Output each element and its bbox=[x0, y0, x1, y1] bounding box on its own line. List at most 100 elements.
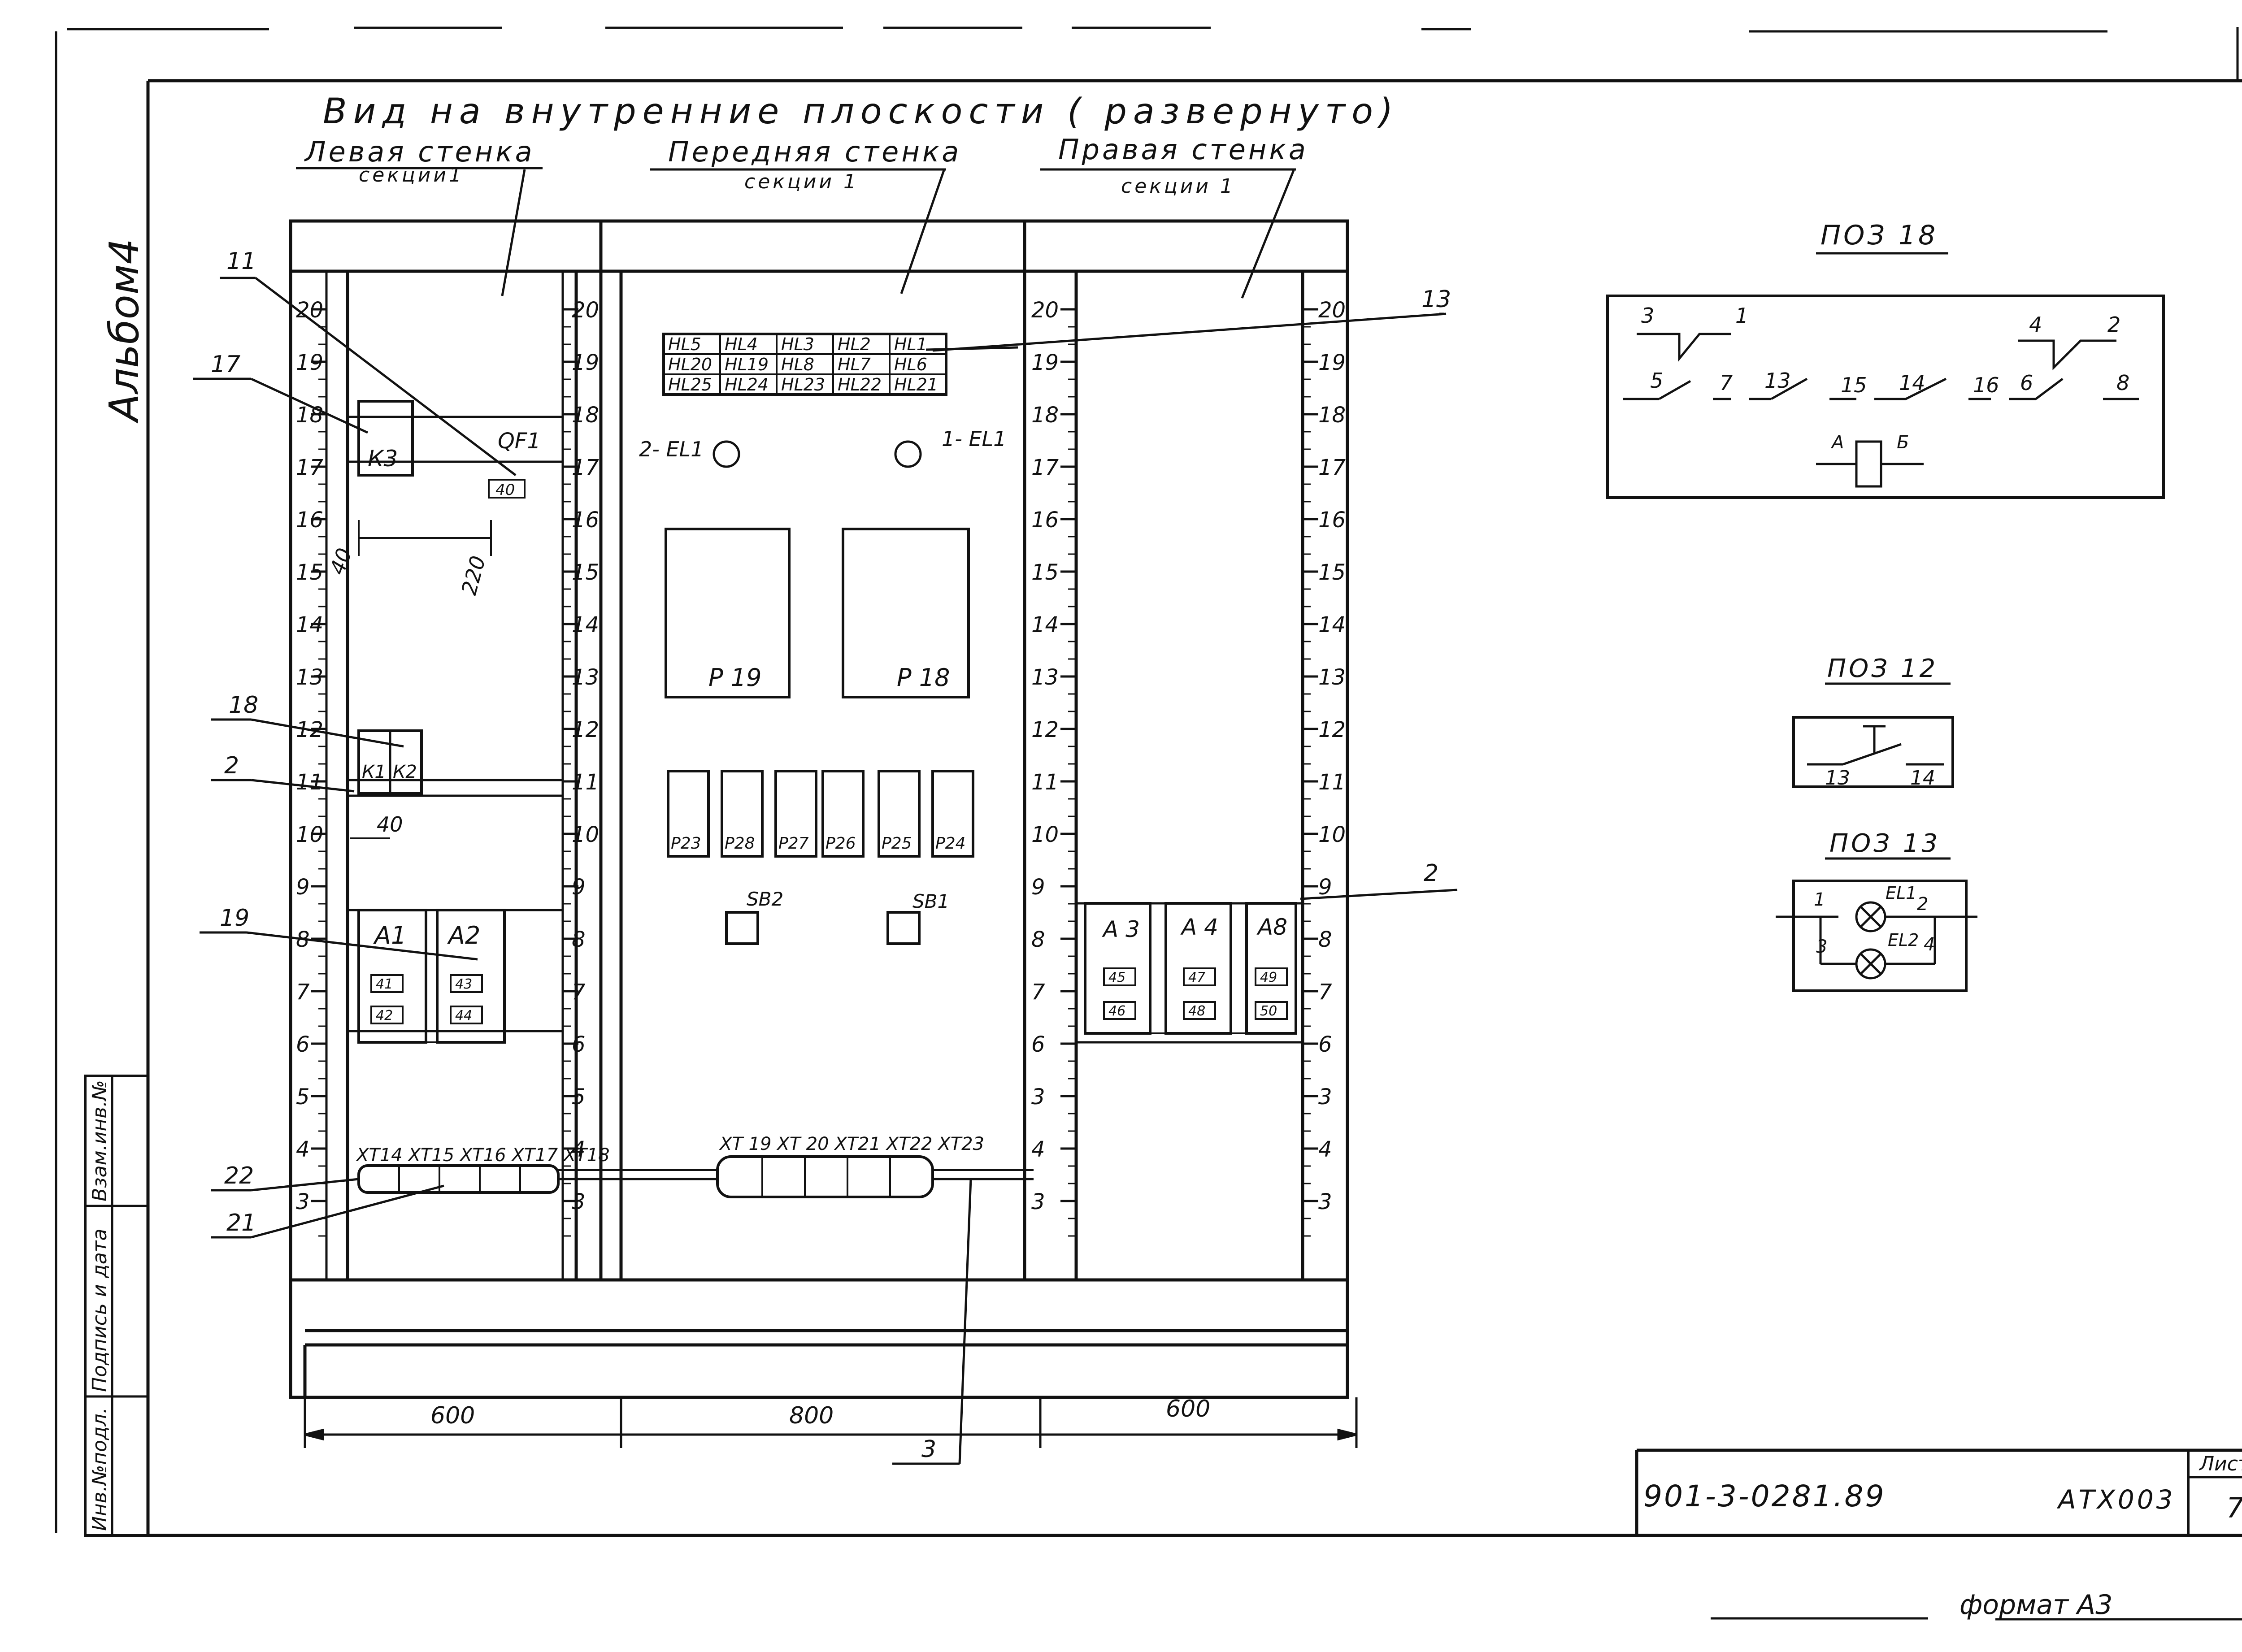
poz18-coil-b: Б bbox=[1897, 432, 1909, 453]
tag-48: 48 bbox=[1188, 1003, 1205, 1019]
schematic-poz18: ПОЗ 18 3 1 4 2 5 7 13 15 14 16 6 8 А Б bbox=[1606, 220, 2165, 499]
label-a3: А 3 bbox=[1102, 916, 1140, 942]
ruler-number: 19 bbox=[572, 350, 599, 375]
relay-box bbox=[721, 770, 764, 858]
ruler-number: 11 bbox=[1031, 770, 1059, 795]
hl-lamp-label: HL23 bbox=[781, 375, 825, 395]
ruler-number: 17 bbox=[296, 455, 324, 480]
ruler-number: 7 bbox=[1318, 980, 1332, 1005]
label-p18: Р 18 bbox=[897, 663, 950, 692]
ruler-number: 4 bbox=[572, 1137, 586, 1162]
left-wall-subtitle: секции1 bbox=[359, 164, 464, 186]
callout-3: 3 bbox=[921, 1436, 936, 1463]
poz18-c6: 6 bbox=[2020, 371, 2033, 395]
relay-box bbox=[878, 770, 921, 858]
front-wall-title: Передняя стенка bbox=[668, 135, 961, 168]
tag-40: 40 bbox=[495, 481, 515, 499]
terminal-strip-front bbox=[716, 1155, 934, 1198]
tag-47: 47 bbox=[1188, 970, 1205, 985]
ruler-number: 18 bbox=[572, 403, 599, 428]
ruler-number: 3 bbox=[1318, 1189, 1332, 1214]
label-a2: А2 bbox=[447, 921, 480, 950]
label-1-el1: 1- EL1 bbox=[942, 427, 1006, 451]
callout-2-right: 2 bbox=[1424, 860, 1438, 887]
label-sb1: SB1 bbox=[912, 890, 949, 912]
dim-800: 800 bbox=[789, 1402, 834, 1429]
relay-box bbox=[931, 770, 974, 858]
poz13-t1: 1 bbox=[1814, 889, 1825, 910]
device-p19 bbox=[665, 528, 791, 698]
ruler-number: 14 bbox=[296, 612, 323, 637]
callout-11: 11 bbox=[226, 248, 256, 275]
ruler-number: 20 bbox=[572, 298, 599, 323]
ruler-ticks: 2019181716151413121110987654320191817161… bbox=[296, 298, 1346, 1237]
ruler-number: 3 bbox=[1318, 1084, 1332, 1110]
button-sb2 bbox=[725, 911, 759, 945]
sheet-number: 7 bbox=[2226, 1492, 2242, 1524]
poz13-el2: EL2 bbox=[1888, 930, 1919, 950]
ruler-number: 8 bbox=[572, 927, 586, 952]
ruler-number: 6 bbox=[572, 1032, 586, 1057]
ruler-number: 10 bbox=[1031, 822, 1059, 847]
dim-40-a: 40 bbox=[325, 545, 357, 577]
ruler-number: 17 bbox=[572, 455, 600, 480]
ruler-number: 16 bbox=[1318, 507, 1346, 533]
relay-box bbox=[774, 770, 817, 858]
label-a8: А8 bbox=[1256, 914, 1287, 940]
hl-lamp-label: HL5 bbox=[668, 334, 701, 354]
ruler-number: 20 bbox=[1318, 298, 1346, 323]
tag-43: 43 bbox=[455, 976, 472, 992]
relay-label: Р28 bbox=[725, 834, 755, 853]
ruler-number: 14 bbox=[1318, 612, 1346, 637]
tag-50: 50 bbox=[1260, 1003, 1277, 1019]
poz18-c8: 8 bbox=[2116, 371, 2129, 395]
ruler-number: 10 bbox=[1318, 822, 1346, 847]
callout-21: 21 bbox=[226, 1210, 256, 1236]
ruler-number: 12 bbox=[572, 717, 599, 742]
poz18-c16: 16 bbox=[1973, 373, 1999, 397]
poz18-c1: 1 bbox=[1735, 304, 1748, 328]
stamp-label-1: Инв.№подл. bbox=[88, 1407, 111, 1531]
hl-lamp-label: HL8 bbox=[781, 355, 814, 374]
poz18-c3: 3 bbox=[1641, 304, 1654, 328]
relay-box bbox=[667, 770, 710, 858]
right-wall-subtitle: секции 1 bbox=[1121, 175, 1235, 198]
label-2-el1: 2- EL1 bbox=[639, 437, 704, 461]
schematic-poz12: ПОЗ 12 13 14 bbox=[1792, 654, 1954, 789]
ruler-number: 11 bbox=[296, 770, 323, 795]
ruler-number: 10 bbox=[572, 822, 599, 847]
schematic-poz13: ПОЗ 13 1 2 3 4 EL1 EL2 bbox=[1776, 829, 1977, 992]
ruler-number: 6 bbox=[296, 1032, 310, 1057]
lamp-2-el1 bbox=[713, 440, 740, 468]
tag-46: 46 bbox=[1108, 1003, 1125, 1019]
ruler-number: 13 bbox=[1031, 665, 1059, 690]
callout-22: 22 bbox=[224, 1162, 254, 1189]
hl-lamp-label: HL22 bbox=[838, 375, 882, 395]
poz18-c14: 14 bbox=[1899, 371, 1925, 395]
hl-lamp-label: HL2 bbox=[838, 334, 871, 354]
cabinet-frame bbox=[289, 219, 1349, 1399]
front-wall-subtitle: секции 1 bbox=[744, 170, 859, 193]
poz18-c5: 5 bbox=[1650, 369, 1663, 393]
label-a4: А 4 bbox=[1180, 914, 1218, 940]
ruler-number: 11 bbox=[1318, 770, 1346, 795]
ruler-number: 6 bbox=[1031, 1032, 1045, 1057]
dim-600-right: 600 bbox=[1166, 1396, 1210, 1422]
poz12-c13: 13 bbox=[1825, 767, 1850, 789]
label-p19: Р 19 bbox=[708, 663, 761, 692]
terminals-front-label: XT 19 XT 20 XT21 XT22 XT23 bbox=[719, 1134, 984, 1154]
relay-label: Р27 bbox=[778, 834, 809, 853]
poz18-c13: 13 bbox=[1764, 369, 1791, 393]
callout-leaders bbox=[193, 277, 1458, 1465]
hl-lamp-label: HL3 bbox=[781, 334, 814, 354]
ruler-strips bbox=[289, 270, 1349, 1281]
tag-45: 45 bbox=[1108, 970, 1125, 985]
poz13-t3: 3 bbox=[1816, 937, 1827, 957]
callout-13: 13 bbox=[1421, 286, 1451, 313]
ruler-number: 5 bbox=[572, 1084, 586, 1110]
ruler-number: 8 bbox=[1031, 927, 1045, 952]
tag-42: 42 bbox=[376, 1008, 393, 1023]
